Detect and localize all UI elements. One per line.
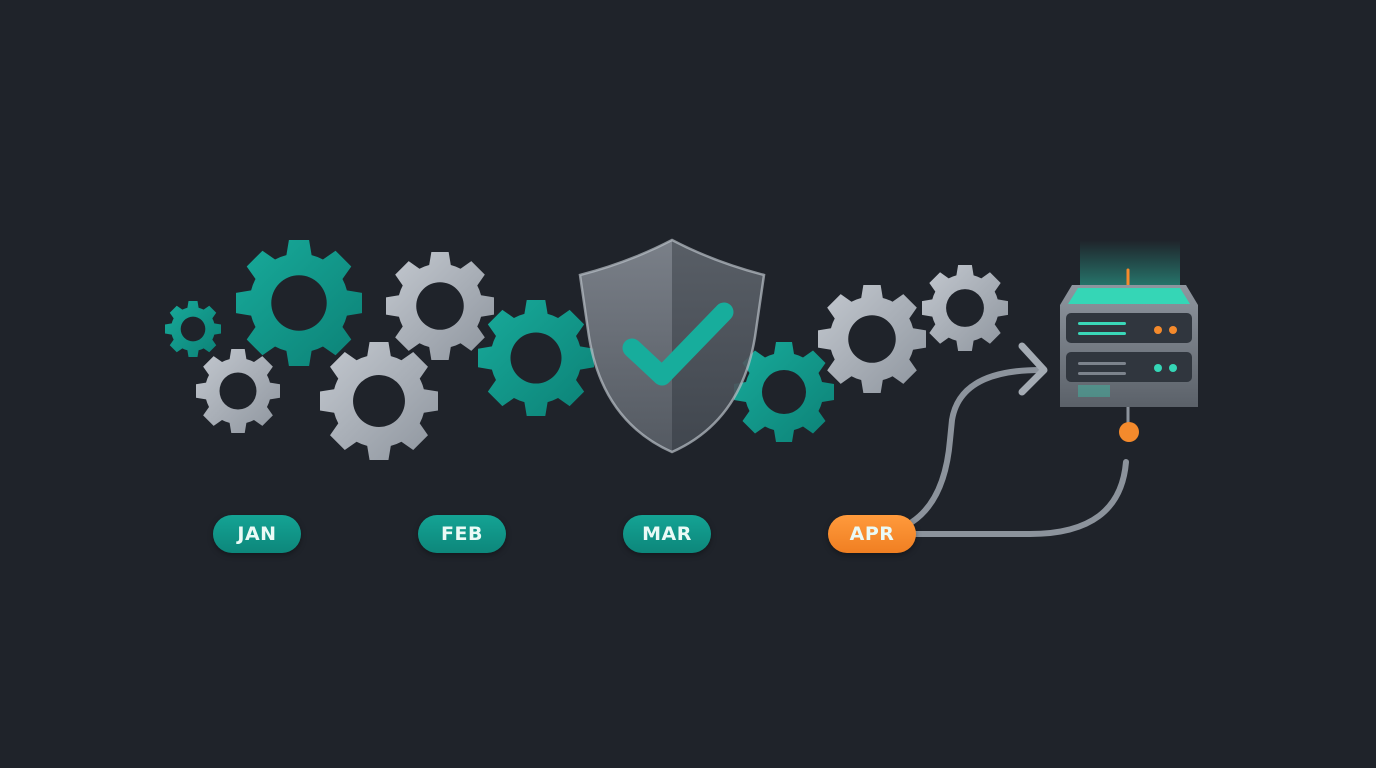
gear-icon (478, 300, 594, 416)
milestone-label: JAN (237, 523, 277, 545)
status-led (1169, 326, 1177, 334)
gear-icon (386, 252, 494, 360)
status-led (1154, 364, 1162, 372)
milestone-feb[interactable]: FEB (418, 515, 506, 553)
timeline-track (297, 342, 1129, 537)
arrow-right-icon (1018, 342, 1048, 396)
milestone-jan[interactable]: JAN (213, 515, 301, 553)
gear-icon (196, 349, 280, 433)
gear-icon (818, 285, 926, 393)
milestone-label: APR (849, 523, 895, 545)
milestone-mar[interactable]: MAR (623, 515, 711, 553)
milestone-apr[interactable]: APR (828, 515, 916, 553)
milestone-label: MAR (642, 523, 692, 545)
gear-icon (320, 342, 438, 460)
milestone-label: FEB (441, 523, 483, 545)
shield-check-icon (578, 238, 766, 454)
server-icon (1060, 240, 1198, 442)
checkmark-icon (622, 302, 734, 386)
gear-icon (922, 265, 1008, 351)
gear-icon (165, 301, 221, 357)
status-led (1169, 364, 1177, 372)
status-led (1154, 326, 1162, 334)
network-node (1119, 422, 1139, 442)
gear-icon (236, 240, 362, 366)
